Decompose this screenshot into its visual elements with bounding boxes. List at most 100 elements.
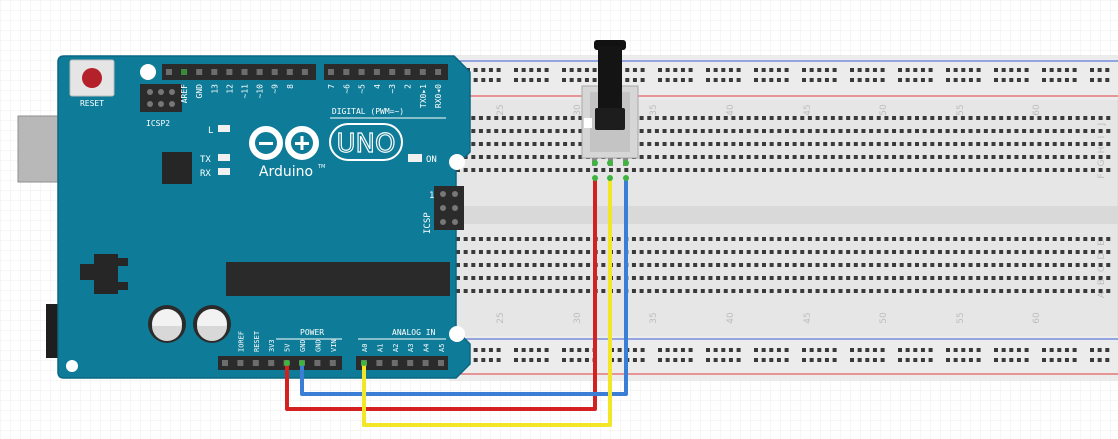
rail-hole (577, 78, 582, 82)
rail-hole (905, 358, 910, 362)
breadboard-hole (746, 155, 751, 159)
breadboard-hole (769, 237, 774, 241)
potentiometer[interactable] (581, 40, 639, 166)
wire-5v[interactable] (285, 178, 597, 411)
rail-hole (976, 348, 981, 352)
breadboard-hole (1090, 250, 1095, 254)
reset-button-cap[interactable] (82, 68, 102, 88)
breadboard-hole (838, 116, 843, 120)
rail-hole (514, 78, 518, 82)
on-led (408, 154, 422, 162)
rail-hole (1057, 358, 1062, 362)
breadboard-hole (456, 168, 460, 172)
header-pin (256, 69, 263, 75)
breadboard-hole (731, 263, 736, 267)
breadboard-hole (769, 116, 774, 120)
rail-hole (968, 68, 973, 72)
header-pin (343, 69, 350, 75)
pot-pin-connection (623, 160, 629, 166)
rail-hole (1009, 348, 1014, 352)
breadboard-hole (983, 116, 988, 120)
rail-hole (809, 348, 814, 352)
breadboard-hole (777, 116, 782, 120)
power-pin-label: IOREF (237, 331, 245, 352)
breadboard-hole (1090, 129, 1095, 133)
rail-hole (496, 78, 501, 82)
rail-hole (961, 68, 966, 72)
breadboard-hole (616, 289, 621, 293)
breadboard-hole (884, 116, 889, 120)
breadboard-hole (501, 168, 506, 172)
rail-hole (1009, 358, 1014, 362)
breadboard-hole (861, 250, 866, 254)
breadboard-row-letter: D (1097, 252, 1107, 259)
breadboard-hole (784, 237, 789, 241)
breadboard-hole (922, 276, 927, 280)
breadboard-hole (647, 129, 652, 133)
breadboard-hole (1060, 237, 1065, 241)
breadboard-hole (501, 129, 506, 133)
rail-hole (928, 68, 933, 72)
rail-hole (1072, 78, 1077, 82)
breadboard-hole (478, 168, 483, 172)
breadboard-hole (892, 129, 897, 133)
rail-hole (665, 348, 670, 352)
rail-hole (713, 358, 718, 362)
breadboard-hole (1090, 263, 1095, 267)
rail-hole (688, 358, 693, 362)
rail-hole (1024, 68, 1029, 72)
breadboard-hole (685, 129, 690, 133)
breadboard-hole (792, 168, 797, 172)
breadboard-hole (1037, 289, 1042, 293)
breadboard-hole (517, 155, 522, 159)
rail-hole (880, 68, 885, 72)
breadboard-hole (869, 250, 874, 254)
breadboard-hole (991, 116, 996, 120)
rail-hole (754, 78, 758, 82)
breadboard-column-number: 55 (956, 104, 966, 115)
breadboard-hole (846, 289, 851, 293)
breadboard-hole (463, 250, 468, 254)
rail-hole (920, 78, 925, 82)
breadboard-hole (570, 129, 575, 133)
rail-hole (832, 68, 837, 72)
breadboard-hole (708, 155, 713, 159)
rail-hole (761, 68, 766, 72)
breadboard-hole (532, 155, 537, 159)
power-header-pin (329, 360, 336, 366)
rail-hole (577, 348, 582, 352)
breadboard-hole (853, 276, 858, 280)
breadboard-hole (953, 155, 958, 159)
icsp-pin1-label: 1 (429, 191, 434, 201)
breadboard-hole (616, 237, 621, 241)
rail-hole (584, 358, 589, 362)
wire-gnd[interactable] (300, 178, 628, 396)
rail-hole (872, 358, 877, 362)
breadboard-hole (654, 142, 659, 146)
rail-hole (776, 68, 781, 72)
breadboard-hole (945, 116, 950, 120)
breadboard-hole (570, 155, 575, 159)
potentiometer-nut (595, 108, 625, 130)
breadboard-hole (723, 289, 728, 293)
breadboard-hole (953, 276, 958, 280)
breadboard-hole (524, 116, 529, 120)
breadboard-hole (1098, 263, 1103, 267)
breadboard-hole (478, 142, 483, 146)
breadboard-hole (532, 168, 537, 172)
wire-endpoint (592, 175, 598, 181)
breadboard-hole (976, 263, 981, 267)
breadboard-hole (639, 142, 644, 146)
breadboard-column-number: 40 (726, 312, 736, 324)
breadboard-hole (892, 142, 897, 146)
breadboard-hole (677, 155, 682, 159)
breadboard-hole (1052, 155, 1057, 159)
breadboard-hole (1090, 168, 1095, 172)
breadboard-hole (1068, 142, 1072, 146)
breadboard-hole (876, 263, 881, 267)
breadboard-hole (716, 263, 721, 267)
rail-hole (1016, 68, 1021, 72)
wire-a0[interactable] (362, 178, 612, 427)
